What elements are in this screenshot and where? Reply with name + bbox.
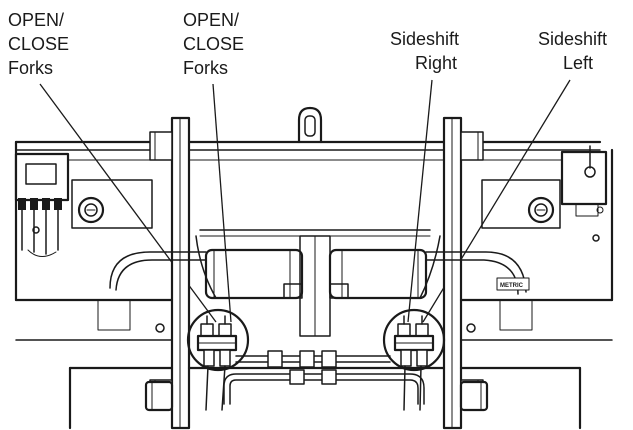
callout-line: Left bbox=[563, 53, 593, 73]
lower-beam bbox=[14, 226, 614, 430]
callout-line: OPEN/ bbox=[183, 10, 239, 30]
callout-line: Forks bbox=[8, 58, 53, 78]
callout-line: Forks bbox=[183, 58, 228, 78]
callout-line: Sideshift bbox=[538, 29, 607, 49]
callout-sideshift-left: Sideshift Left bbox=[538, 29, 607, 73]
callout-open-close-forks-left: OPEN/ CLOSE Forks bbox=[8, 10, 69, 78]
electrical-box-left bbox=[14, 152, 70, 257]
inner-frame bbox=[71, 179, 561, 337]
electrical-box-right bbox=[560, 145, 608, 217]
lower-bumper-right bbox=[459, 380, 489, 412]
fork-upright-right bbox=[442, 116, 463, 430]
lifting-eye bbox=[297, 106, 323, 144]
metric-plate-text: METRIC bbox=[500, 283, 524, 289]
callout-line: Right bbox=[415, 53, 457, 73]
callout-open-close-forks-right: OPEN/ CLOSE Forks bbox=[183, 10, 244, 78]
callout-line: CLOSE bbox=[183, 34, 244, 54]
coupler-group-right bbox=[382, 308, 446, 372]
hydraulic-cylinder-left bbox=[204, 248, 304, 300]
lower-bumper-left bbox=[144, 380, 174, 412]
upper-carriage-bar bbox=[14, 140, 614, 302]
coupler-group-left bbox=[186, 308, 250, 372]
manifold-tubing bbox=[223, 350, 425, 405]
leader-line-open-close-2 bbox=[212, 83, 232, 323]
hydraulic-cylinder-right bbox=[328, 248, 428, 300]
callout-line: CLOSE bbox=[8, 34, 69, 54]
leader-line-sideshift-right bbox=[407, 79, 433, 323]
lower-hoses bbox=[205, 365, 422, 411]
fork-positioner-frame: METRIC bbox=[14, 106, 614, 430]
metric-plate: METRIC bbox=[496, 277, 530, 291]
fork-upright-left bbox=[170, 116, 191, 430]
callout-line: OPEN/ bbox=[8, 10, 64, 30]
gauge-left bbox=[77, 196, 105, 224]
callout-line: Sideshift bbox=[390, 29, 459, 49]
gauge-right bbox=[527, 196, 555, 224]
callout-sideshift-right: Sideshift Right bbox=[390, 29, 459, 73]
